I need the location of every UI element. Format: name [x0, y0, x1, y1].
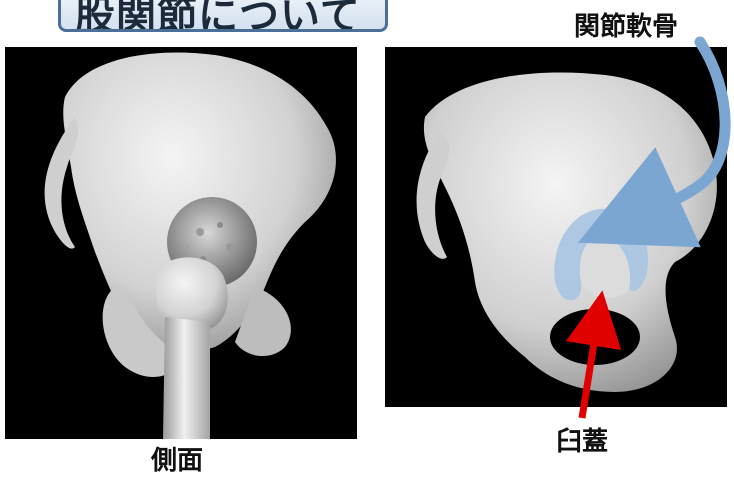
- label-lateral-view: 側面: [151, 440, 203, 477]
- label-acetabulum: 臼蓋: [556, 421, 608, 458]
- label-articular-cartilage: 関節軟骨: [574, 6, 678, 43]
- title-box: 股関節について: [58, 0, 388, 32]
- page-title: 股関節について: [75, 0, 361, 32]
- hip-joint-image-lateral: [5, 47, 357, 439]
- hip-joint-image-cartilage: [385, 47, 727, 407]
